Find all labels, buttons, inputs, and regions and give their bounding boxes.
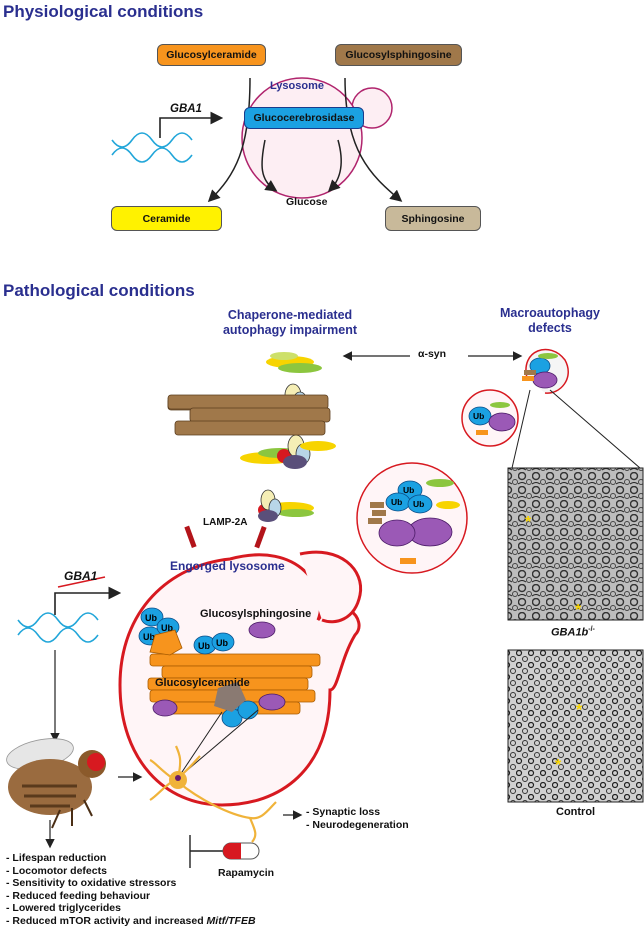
ub-label-1b: Ub	[143, 632, 155, 642]
chaperone-complex-2	[240, 434, 336, 469]
macro-title: Macroautophagy defects	[480, 306, 620, 336]
pathological-diagram: Ub Ub Ub Ub Ub Ub Ub Ub Ub	[6, 348, 644, 868]
gba1b-sup: -/-	[588, 626, 595, 633]
ub-cluster-2	[193, 632, 235, 655]
neuron-zoom-left	[177, 711, 223, 779]
ceramide-box: Ceramide	[111, 206, 222, 231]
lysosome-label: Lysosome	[270, 80, 325, 92]
ub-label-auto3: Ub	[413, 499, 424, 509]
ub-label-auto1: Ub	[403, 485, 414, 495]
phenotype-list: - Lifespan reduction - Locomotor defects…	[6, 852, 256, 928]
phenotype-last-text: - Reduced mTOR activity and increased	[6, 914, 204, 927]
ub-label-2b: Ub	[216, 638, 228, 648]
glucosylsphingosine-box: Glucosylsphingosine	[335, 44, 462, 66]
macro-title-line1: Macroautophagy	[499, 306, 600, 320]
em-asterisk-4: *	[555, 757, 562, 774]
debris-shape	[214, 682, 246, 712]
em-asterisk-2: *	[575, 602, 582, 619]
fly-icon	[6, 738, 106, 829]
phenotype-item: - Reduced feeding behaviour	[6, 889, 151, 902]
rapamycin-pill-icon	[222, 842, 260, 860]
glucosylceramide-box: Glucosylceramide	[157, 44, 266, 66]
reaction-arrow-center-left	[261, 139, 278, 192]
control-label: Control	[556, 806, 596, 818]
engorged-lysosome-label: Engorged lysosome	[170, 559, 285, 573]
cma-title: Chaperone-mediated autophagy impairment	[200, 308, 380, 338]
lamp2a-right	[254, 525, 267, 549]
gene-arrow	[159, 111, 224, 138]
em-asterisk-3: *	[576, 702, 583, 719]
asyn-aggregate-top	[266, 352, 322, 373]
glucosylsphingosine-label: Glucosylsphingosine	[200, 608, 312, 620]
neuro-item: - Neurodegeneration	[306, 818, 409, 831]
phenotype-item: - Lifespan reduction	[6, 852, 107, 864]
autophagosome-medium-contents	[468, 402, 516, 435]
em-asterisk-1: *	[525, 514, 532, 531]
zoom-line-left	[511, 389, 531, 469]
asyn-label: α-syn	[418, 348, 447, 360]
reaction-arrow-right	[344, 77, 403, 202]
engorged-lysosome-bud-shape	[299, 550, 363, 624]
reaction-arrow-center-right	[327, 139, 342, 193]
lamp2a-left	[184, 525, 197, 549]
glucose-label: Glucose	[286, 196, 328, 208]
em-image-control	[507, 649, 644, 803]
lamp2a-label: LAMP-2A	[203, 517, 248, 528]
phenotype-item: - Lowered triglycerides	[6, 902, 121, 915]
cma-title-line2: autophagy impairment	[222, 323, 358, 337]
glucocerebrosidase-box: Glucocerebrosidase	[244, 107, 364, 129]
rapamycin-inhibition	[189, 835, 225, 868]
physiological-diagram	[111, 77, 403, 203]
gba1b-label: GBA1b-/-	[551, 626, 595, 639]
zoom-line-right	[549, 389, 641, 469]
glucosylceramide-label: Glucosylceramide	[155, 677, 250, 689]
ub-label-auto4: Ub	[473, 411, 484, 421]
lysosome-shape	[241, 77, 363, 199]
em-image-mutant	[507, 467, 644, 621]
ub-label-1a: Ub	[145, 613, 157, 623]
cma-title-line1: Chaperone-mediated	[227, 308, 353, 322]
ub-label-2a: Ub	[198, 641, 210, 651]
pathological-title: Pathological conditions	[3, 281, 195, 300]
dna-icon	[111, 132, 193, 163]
mitochondria-lysosome	[152, 621, 286, 717]
chaperone-complex-3	[258, 489, 314, 522]
phagophore-contents	[522, 353, 558, 389]
rapamycin-label: Rapamycin	[218, 867, 275, 879]
gba1-gene-label: GBA1	[170, 103, 202, 115]
reaction-arrow-left	[207, 77, 251, 203]
ub-label-auto2: Ub	[391, 497, 402, 507]
phenotype-item: - Sensitivity to oxidative stressors	[6, 877, 177, 890]
sphingosine-box: Sphingosine	[385, 206, 481, 231]
neuro-phenotypes: - Synaptic loss - Neurodegeneration	[306, 806, 409, 831]
dna-icon-patho	[17, 612, 99, 643]
ub-label-1c: Ub	[161, 623, 173, 633]
debris-shape-2	[149, 629, 183, 656]
phenotype-italic: Mitf/TFEB	[206, 914, 256, 927]
gba1-strike	[57, 576, 106, 588]
gba1b-text: GBA1b	[551, 626, 589, 639]
macro-title-line2: defects	[528, 321, 572, 335]
phenotype-item: - Locomotor defects	[6, 864, 107, 877]
gene-arrow-patho	[54, 586, 122, 615]
gba1-mutant-label: GBA1	[64, 569, 98, 583]
physiological-title: Physiological conditions	[3, 2, 204, 21]
autophagosome-large	[356, 462, 468, 574]
phenotype-item-last: - Reduced mTOR activity and increased Mi…	[6, 915, 256, 928]
autophagosome-large-contents	[368, 479, 460, 564]
neuro-item: - Synaptic loss	[306, 806, 381, 818]
neuron-lysosome-dot	[175, 775, 181, 781]
